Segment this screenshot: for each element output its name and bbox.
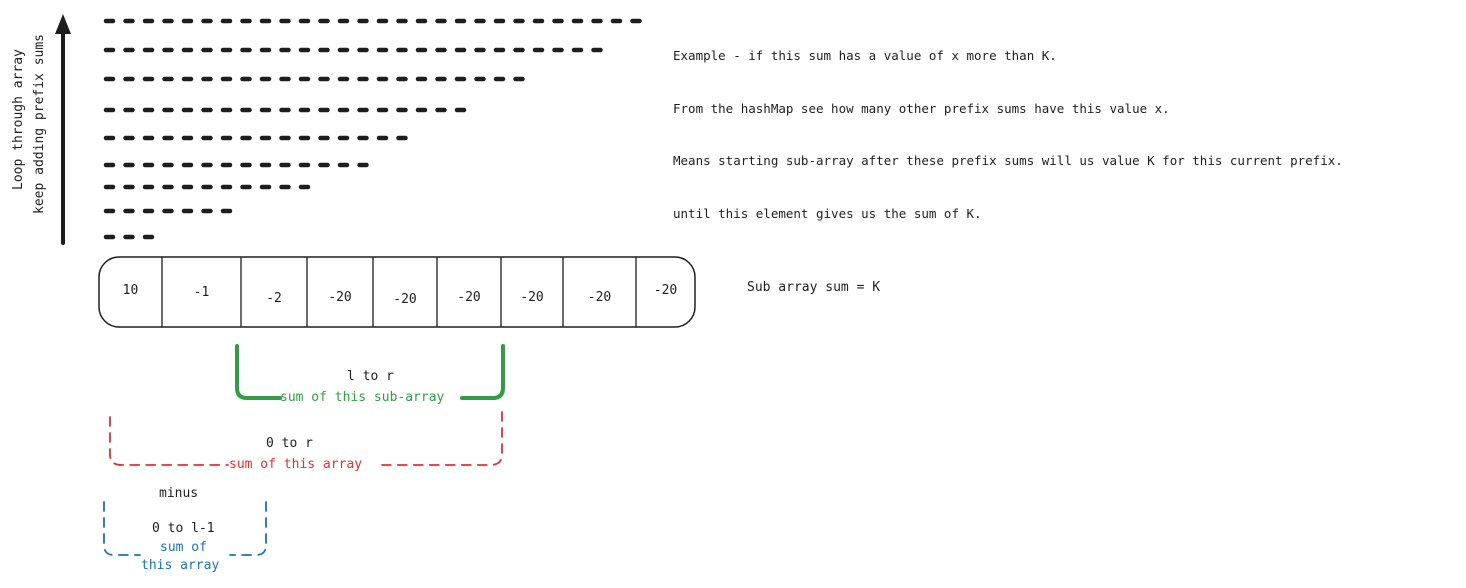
array-cell: -20 (587, 289, 612, 305)
note-line: Means starting sub-array after these pre… (673, 153, 1343, 168)
array-cell: -1 (193, 284, 210, 300)
array-box (98, 256, 696, 328)
blue-bracket (103, 501, 267, 556)
green-caption: sum of this sub-array (280, 390, 445, 405)
array-cell: -20 (520, 289, 544, 305)
red-caption: sum of this array (229, 457, 363, 472)
green-range-label: l to r (347, 369, 394, 384)
up-arrow-icon (55, 14, 71, 245)
green-bracket (235, 344, 505, 400)
array-cell: -20 (328, 289, 352, 305)
loop-label: Loop through array (11, 49, 26, 190)
example-note: Example - if this sum has a value of x m… (673, 12, 1343, 240)
array-cell: -20 (393, 291, 417, 307)
minus-label: minus (159, 486, 199, 501)
array-cell: -20 (653, 282, 678, 298)
array-cell: -2 (266, 290, 282, 306)
prefix-sum-lines (103, 18, 646, 240)
note-line: Example - if this sum has a value of x m… (673, 48, 1057, 63)
note-line: From the hashMap see how many other pref… (673, 100, 1170, 116)
red-bracket (109, 411, 503, 466)
blue-range-label: 0 to l-1 (152, 521, 215, 536)
array-cell: 10 (122, 282, 139, 298)
prefix-label: keep adding prefix sums (32, 33, 47, 214)
red-range-label: 0 to r (266, 436, 313, 451)
array-cell: -20 (457, 289, 481, 305)
blue-caption-line1: sum of (160, 540, 207, 555)
subarray-sum-label: Sub array sum = K (747, 280, 881, 295)
blue-caption-line2: this array (141, 558, 220, 573)
note-line: until this element gives us the sum of K… (673, 205, 982, 221)
